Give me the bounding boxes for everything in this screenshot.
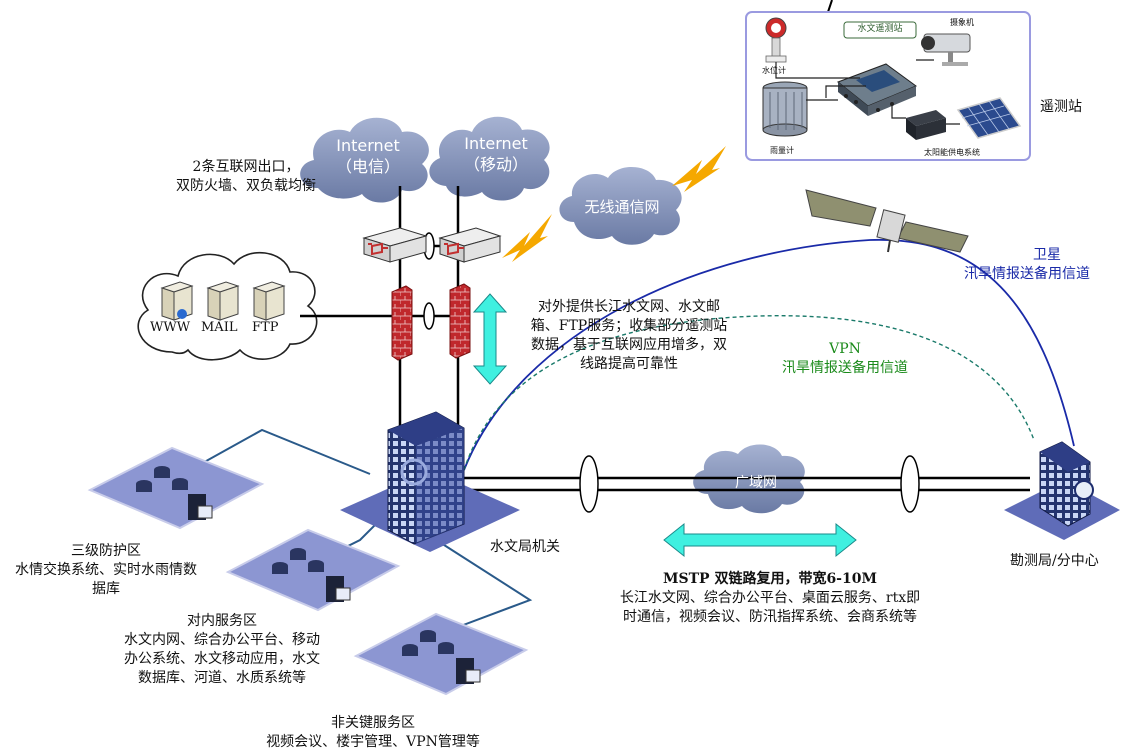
- zone-internal-label: 对内服务区 水文内网、综合办公平台、移动 办公系统、水文移动应用，水文 数据库、…: [124, 613, 320, 686]
- mail-label: MAIL: [201, 320, 238, 335]
- branch-building-icon: [1004, 441, 1120, 540]
- remote-station-panel-title: 水文遥测站: [857, 24, 903, 34]
- wiring: [300, 186, 460, 430]
- remote-station-label: 遥测站: [1040, 99, 1082, 115]
- solar-panel-icon: [956, 97, 1022, 139]
- hq-building-icon: [340, 411, 520, 552]
- mail-server-icon: [206, 281, 240, 321]
- mstp-note: MSTP 双链路复用，带宽6-10M 长江水文网、综合办公平台、桌面云服务、rt…: [619, 571, 921, 625]
- cloud-internet-telecom: [300, 117, 429, 203]
- zone-noncritical-platform: [353, 612, 529, 696]
- internet-telecom-label: Internet （电信）: [335, 136, 400, 176]
- camera-icon: [921, 33, 971, 66]
- firewall-icon: [391, 285, 413, 361]
- ftp-server-icon: [252, 281, 286, 321]
- satellite-link: [463, 239, 1075, 471]
- wan-double-link: [464, 476, 1030, 492]
- satellite-icon: [805, 189, 969, 253]
- firewall-icon-2: [449, 283, 471, 359]
- internet-exit-note: 2条互联网出口， 双防火墙、双负载均衡: [176, 159, 316, 194]
- internet-mobile-label: Internet （移动）: [463, 134, 528, 174]
- wireless-network-label: 无线通信网: [584, 198, 660, 216]
- load-balancer-icon: [362, 227, 428, 263]
- www-server-icon: [160, 281, 194, 321]
- rain-gauge-label: 雨量计: [770, 146, 794, 155]
- solar-power-label: 太阳能供电系统: [924, 148, 980, 157]
- external-service-note: 对外提供长江水文网、水文邮 箱、FTP服务；收集部分遥测站 数据，基于互联网应用…: [530, 299, 728, 372]
- branch-label: 勘测局/分中心: [1010, 553, 1099, 569]
- camera-label: 摄象机: [950, 18, 974, 27]
- internet-traffic-arrow: [472, 293, 508, 385]
- remote-station-panel: [745, 0, 1031, 161]
- water-level-gauge-label: 水位计: [762, 66, 786, 75]
- link-markers: [423, 232, 920, 513]
- satellite-label: 卫星 汛旱情报送备用信道: [964, 247, 1090, 282]
- vpn-label: VPN 汛旱情报送备用信道: [782, 341, 908, 376]
- www-label: WWW: [150, 320, 191, 335]
- ftp-label: FTP: [252, 320, 279, 335]
- battery-icon: [906, 110, 946, 140]
- wan-label: 广域网: [735, 475, 777, 491]
- vpn-link: [463, 315, 1035, 471]
- lightning-icon: [502, 214, 552, 262]
- rain-gauge-icon: [762, 81, 808, 137]
- zone-noncritical-label: 非关键服务区 视频会议、楼宇管理、VPN管理等: [266, 715, 480, 750]
- water-level-gauge-icon: [765, 17, 787, 63]
- zone-internal-platform: [225, 528, 401, 612]
- cloud-internet-mobile: [429, 116, 550, 201]
- mstp-arrow: [663, 522, 857, 558]
- zone-links: [189, 428, 533, 631]
- hq-label: 水文局机关: [490, 539, 560, 555]
- zone-level3-label: 三级防护区 水情交换系统、实时水雨情数 据库: [15, 543, 197, 597]
- load-balancer-icon-2: [438, 227, 502, 263]
- lightning-icon-2: [672, 146, 726, 192]
- data-logger-icon: [837, 63, 918, 116]
- zone-level3-platform: [87, 446, 265, 530]
- cloud-wireless-network: [559, 166, 682, 245]
